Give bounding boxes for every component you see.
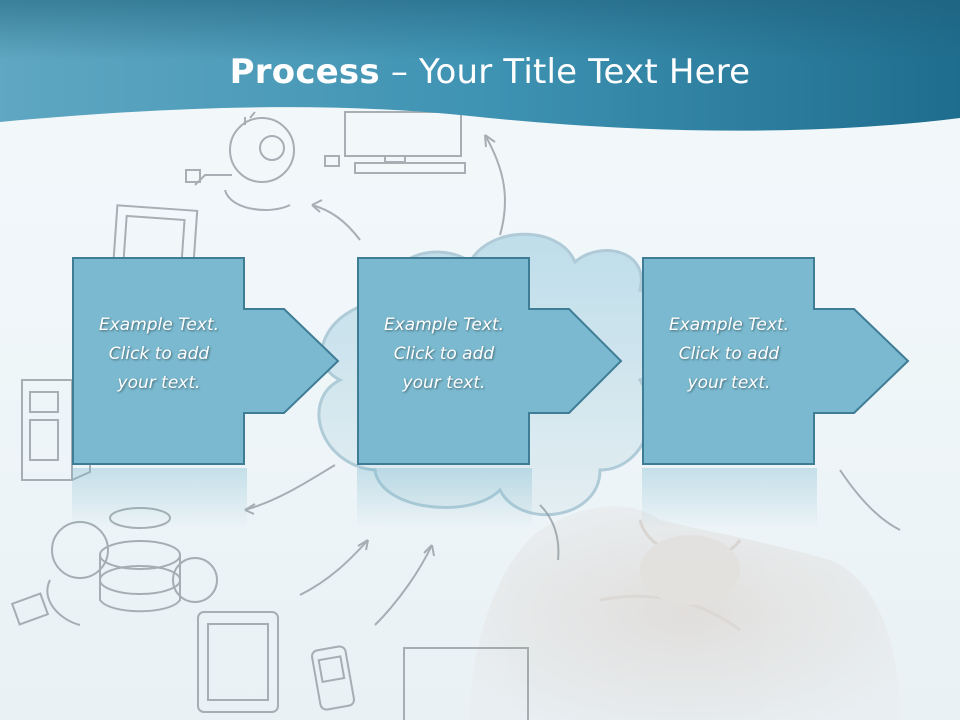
- step-text: Example Text. Click to add your text.: [648, 311, 810, 398]
- monitor-sketch-icon: [324, 111, 466, 174]
- process-step-1[interactable]: Example Text. Click to add your text.: [72, 257, 340, 465]
- title-bold: Process: [229, 52, 380, 92]
- title-separator: –: [379, 52, 420, 92]
- phone-sketch-icon: [310, 645, 356, 711]
- step-arrow-shape: [642, 257, 910, 465]
- step-line-3: your text.: [687, 373, 771, 393]
- step-line-1: Example Text.: [383, 315, 505, 335]
- step-line-2: Click to add: [108, 344, 210, 364]
- tablet-sketch-icon: [197, 611, 279, 713]
- title-rest: Your Title Text Here: [419, 52, 751, 92]
- step-text: Example Text. Click to add your text.: [78, 311, 240, 398]
- disc-stack-sketch-icon: [10, 507, 218, 626]
- process-step-2[interactable]: Example Text. Click to add your text.: [357, 257, 623, 465]
- step-text: Example Text. Click to add your text.: [363, 311, 525, 398]
- process-step-3[interactable]: Example Text. Click to add your text.: [642, 257, 910, 465]
- bottom-monitor-sketch-icon: [403, 647, 529, 720]
- connector-arrows-icon: [244, 134, 901, 626]
- webcam-sketch-icon: [185, 111, 295, 211]
- step-line-3: your text.: [117, 373, 201, 393]
- step-reflection: [72, 468, 247, 528]
- step-reflection: [357, 468, 532, 528]
- step-line-3: your text.: [402, 373, 486, 393]
- step-line-2: Click to add: [678, 344, 780, 364]
- step-arrow-shape: [72, 257, 340, 465]
- slide-title[interactable]: Process – Your Title Text Here: [0, 52, 960, 92]
- step-line-2: Click to add: [393, 344, 495, 364]
- step-line-1: Example Text.: [98, 315, 220, 335]
- title-band: [0, 0, 960, 131]
- hand-photo: [470, 506, 900, 720]
- step-line-1: Example Text.: [668, 315, 790, 335]
- step-arrow-shape: [357, 257, 623, 465]
- step-reflection: [642, 468, 817, 528]
